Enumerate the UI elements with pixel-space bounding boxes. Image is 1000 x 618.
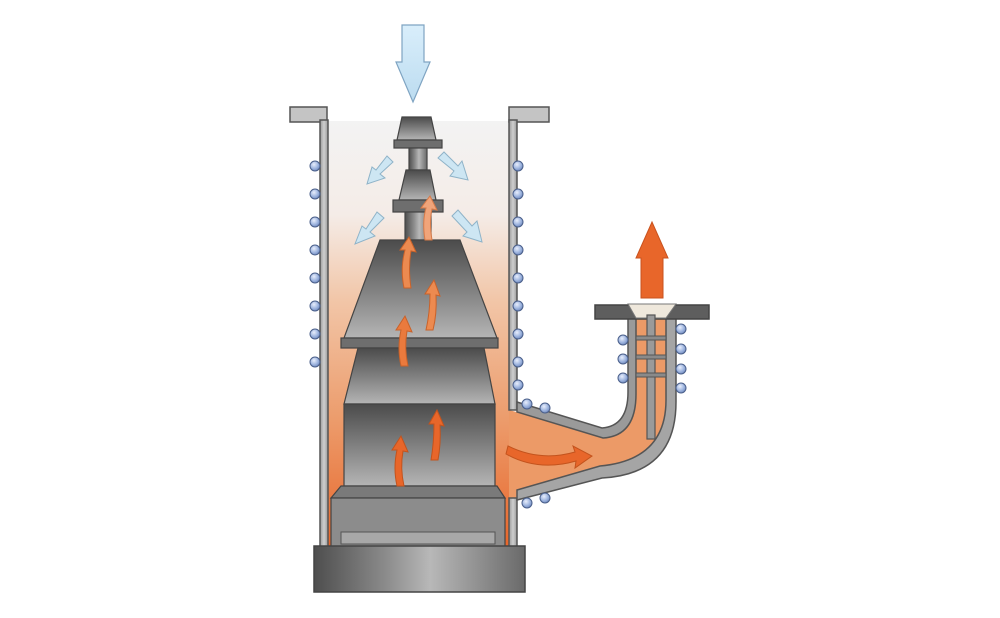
top-flange-left	[289, 106, 328, 123]
coil-right-7	[512, 328, 524, 340]
coil-right-4	[512, 244, 524, 256]
core-support-inner	[340, 531, 496, 545]
heat-arrow-3	[424, 278, 441, 331]
coil-duct-4	[539, 492, 551, 504]
coil-left-1	[309, 160, 321, 172]
heat-arrow-5	[428, 408, 445, 461]
heating-coils-duct	[521, 398, 551, 509]
coil-right-6	[512, 300, 524, 312]
coil-exhaust-r2	[675, 343, 687, 355]
coil-left-4	[309, 244, 321, 256]
core-skirt	[329, 485, 507, 499]
core-cap	[396, 116, 437, 141]
heat-arrow-2	[399, 235, 417, 289]
exhaust-arrow	[635, 220, 669, 299]
coil-left-3	[309, 216, 321, 228]
outlet-arrow	[505, 444, 593, 470]
base-plinth	[313, 545, 526, 593]
coil-right-3	[512, 216, 524, 228]
recirc-arrow-lower-right	[451, 209, 483, 243]
coil-left-2	[309, 188, 321, 200]
recirc-arrow-upper-right	[437, 151, 469, 181]
heat-arrow-4	[395, 314, 413, 367]
coil-left-8	[309, 356, 321, 368]
inlet-arrow	[395, 24, 431, 104]
coil-right-8	[512, 356, 524, 368]
top-flange-right	[508, 106, 550, 123]
recirculation-arrows	[354, 151, 483, 245]
coil-right-2	[512, 188, 524, 200]
coil-right-9	[512, 379, 524, 391]
heating-coils-right	[512, 160, 524, 391]
coil-exhaust-r3	[675, 363, 687, 375]
core-tier-2-plate	[340, 337, 499, 349]
chamber-wall-left	[319, 119, 329, 549]
coil-right-5	[512, 272, 524, 284]
chamber-wall-right-lower	[508, 497, 518, 549]
exhaust-nozzle	[627, 303, 677, 319]
exhaust-disc-1	[635, 335, 667, 341]
heat-arrow-6	[391, 434, 409, 487]
coil-duct-3	[521, 497, 533, 509]
coil-duct-2	[539, 402, 551, 414]
exhaust-disc-2	[635, 354, 667, 360]
coil-exhaust-l3	[617, 372, 629, 384]
coil-left-7	[309, 328, 321, 340]
heat-arrow-top	[420, 195, 438, 241]
duct-wall-lower	[516, 317, 677, 501]
heating-coils-exhaust	[617, 323, 687, 394]
core-cap-plate	[393, 139, 443, 149]
core-tier-1	[398, 169, 437, 201]
heat-rise-arrows	[391, 195, 445, 487]
core-neck-1	[408, 147, 428, 171]
coil-exhaust-l1	[617, 334, 629, 346]
core-tier-3	[343, 347, 496, 405]
coil-exhaust-r4	[675, 382, 687, 394]
coil-exhaust-l2	[617, 353, 629, 365]
coil-left-6	[309, 300, 321, 312]
coil-exhaust-r1	[675, 323, 687, 335]
coil-right-1	[512, 160, 524, 172]
recirc-arrow-lower-left	[354, 211, 385, 245]
coil-duct-1	[521, 398, 533, 410]
coil-left-5	[309, 272, 321, 284]
core-body	[343, 403, 496, 487]
heating-coils-left	[309, 160, 321, 368]
recirc-arrow-upper-left	[366, 155, 394, 185]
exhaust-disc-3	[635, 372, 667, 378]
duct-gas	[509, 318, 666, 500]
